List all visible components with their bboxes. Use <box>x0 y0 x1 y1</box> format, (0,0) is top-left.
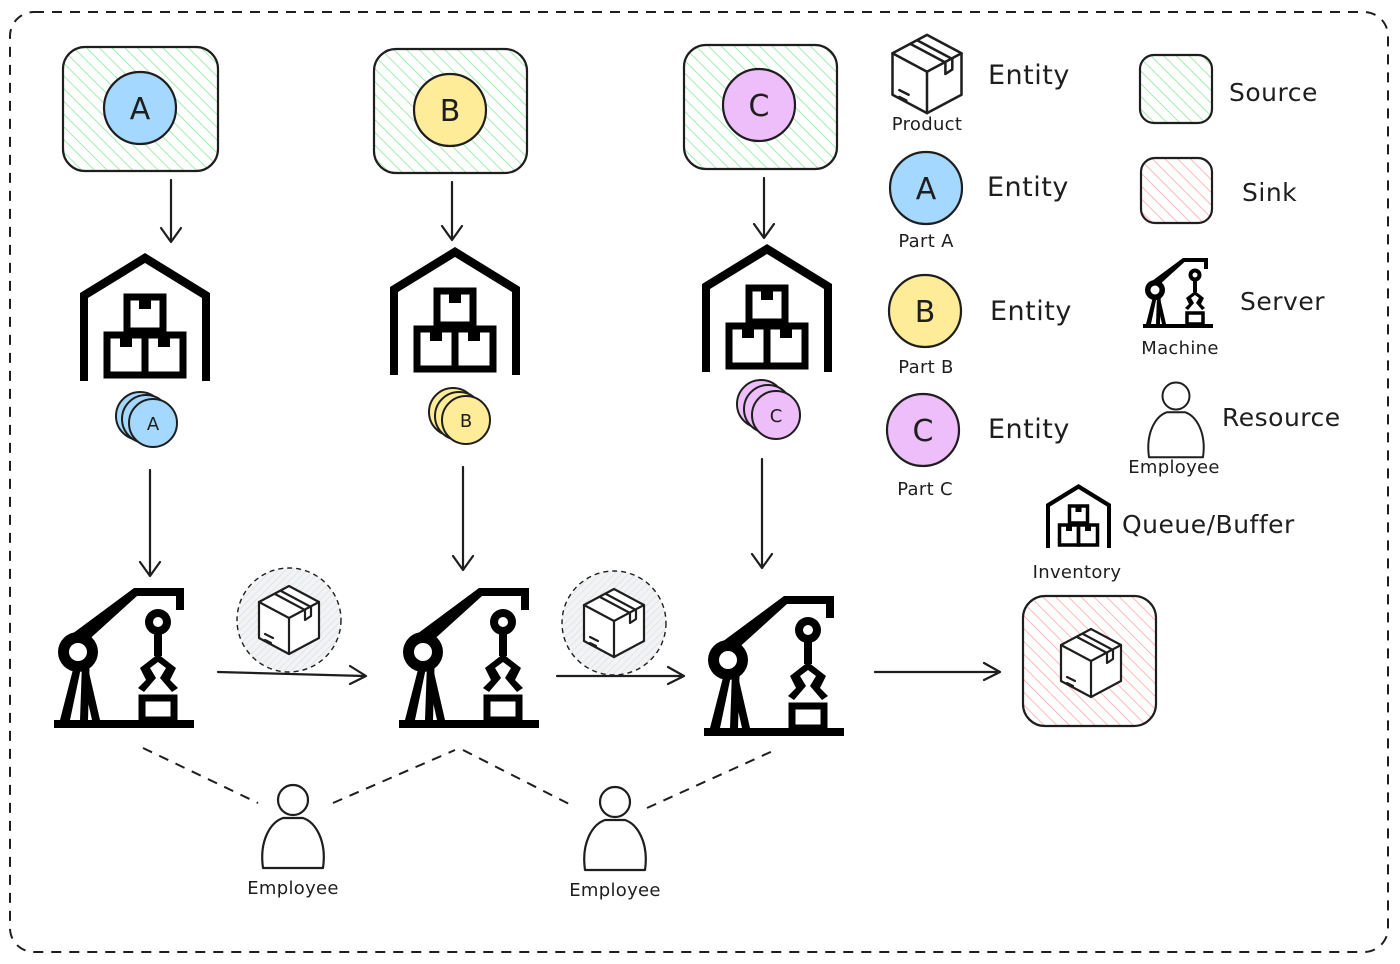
legend-source: Source <box>1138 53 1318 125</box>
part-a-entity-icon <box>102 70 178 146</box>
robot-arm-icon <box>1141 256 1215 330</box>
part-b-entity-icon <box>412 72 488 148</box>
legend-source-label: Source <box>1229 78 1318 107</box>
warehouse-icon <box>80 253 210 381</box>
source-c-letter: C <box>749 89 770 124</box>
queued-parts-c: C <box>736 379 801 440</box>
legend-queue-caption: Inventory <box>1033 562 1122 583</box>
warehouse-icon <box>390 247 520 375</box>
employee-1: Employee <box>247 783 339 899</box>
legend-part-b: B Part B Entity <box>887 273 1072 378</box>
legend-part-b-letter: B <box>915 295 936 330</box>
legend-part-c-caption: Part C <box>897 479 953 500</box>
arrow-source-to-queue <box>159 176 776 244</box>
legend-sink-label: Sink <box>1242 178 1297 207</box>
robot-arm-icon <box>54 588 194 728</box>
intermediate-product-1 <box>236 567 342 673</box>
part-c-entity-icon <box>721 67 797 143</box>
person-icon <box>583 785 647 872</box>
diagram-frame <box>9 11 1389 953</box>
part-c-entity-icon <box>885 392 961 468</box>
legend: Product Entity A Part A Entity B Part B … <box>885 33 1341 583</box>
legend-part-b-caption: Part B <box>898 357 953 378</box>
legend-resource: Employee Resource <box>1128 381 1341 478</box>
legend-part-c-letter: C <box>913 414 934 449</box>
source-c: C <box>682 43 839 171</box>
source-b-letter: B <box>440 94 461 129</box>
resource-links <box>142 747 776 809</box>
legend-resource-caption: Employee <box>1128 457 1220 478</box>
legend-server: Machine Server <box>1141 256 1325 359</box>
employee-label: Employee <box>569 880 661 901</box>
queued-a-letter: A <box>147 414 160 435</box>
source-swatch <box>1138 53 1214 125</box>
legend-queue: Inventory Queue/Buffer <box>1033 482 1295 583</box>
source-b: B <box>372 47 529 175</box>
legend-sink: Sink <box>1139 156 1297 225</box>
legend-queue-label: Queue/Buffer <box>1122 510 1295 539</box>
queued-parts-a: A <box>115 391 178 448</box>
person-icon <box>261 783 325 870</box>
legend-product-caption: Product <box>892 114 962 135</box>
legend-part-a: A Part A Entity <box>888 150 1069 252</box>
legend-resource-label: Resource <box>1222 403 1341 432</box>
legend-server-caption: Machine <box>1141 338 1218 359</box>
sink-node <box>1021 594 1158 728</box>
intermediate-product-2 <box>561 570 667 676</box>
legend-part-b-label: Entity <box>990 296 1072 327</box>
legend-part-a-caption: Part A <box>898 231 954 252</box>
robot-arm-icon <box>399 588 539 728</box>
employee-2: Employee <box>569 785 661 901</box>
queued-parts-b: B <box>428 387 491 445</box>
person-icon <box>1147 381 1205 459</box>
box-icon <box>1059 627 1123 699</box>
legend-part-c: C Part C Entity <box>885 392 1070 500</box>
legend-product: Product Entity <box>891 33 1070 135</box>
queued-c-letter: C <box>770 406 783 427</box>
legend-part-a-letter: A <box>916 172 937 207</box>
source-a: A <box>61 45 220 173</box>
sink-swatch <box>1139 156 1214 225</box>
arrow-server-to-server <box>216 661 1002 686</box>
box-icon <box>257 584 321 656</box>
part-a-entity-icon <box>888 150 964 226</box>
robot-arm-icon <box>704 596 844 736</box>
warehouse-icon <box>1044 482 1113 550</box>
legend-product-label: Entity <box>988 60 1070 91</box>
arrow-queue-to-server <box>138 457 774 578</box>
employee-label: Employee <box>247 878 339 899</box>
legend-part-c-label: Entity <box>988 414 1070 445</box>
warehouse-icon <box>702 244 832 372</box>
legend-part-a-label: Entity <box>987 172 1069 203</box>
box-icon <box>582 587 646 659</box>
part-b-entity-icon <box>887 273 963 349</box>
source-a-letter: A <box>130 92 151 127</box>
legend-server-label: Server <box>1240 287 1325 316</box>
queued-b-letter: B <box>460 411 472 432</box>
box-icon <box>891 33 963 115</box>
